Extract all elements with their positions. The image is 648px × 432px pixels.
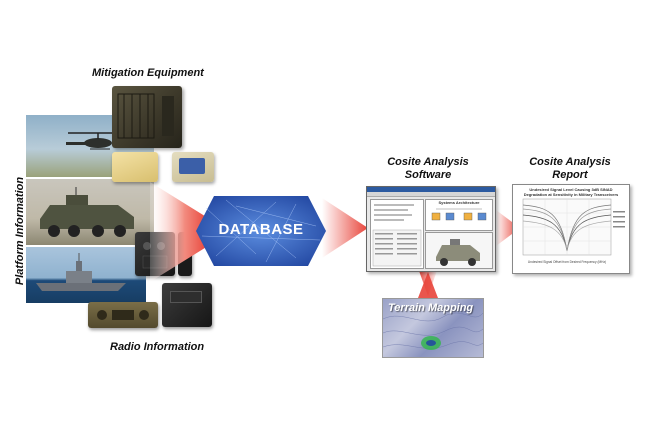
database-to-software-arrow [322,198,368,258]
software-window: Systems Architecture [366,186,496,272]
systems-architecture-title: Systems Architecture [438,200,480,205]
mitigation-filter-unit-tan [112,152,158,182]
software-toolbar [367,192,495,197]
radio-field-set [88,302,158,328]
warship-photo [26,247,146,303]
report-chart-plot: Undesired Signal Offset from Desired Fre… [522,198,625,264]
armored-vehicle-photo [26,179,154,245]
software-to-report-arrow [496,210,520,246]
report-chart-title: Undesired Signal Level Causing 3dB SINAD… [523,187,619,197]
report-label: Cosite Analysis Report [529,156,611,181]
systems-architecture-panel: Systems Architecture [425,199,493,231]
report-chart-panel: Undesired Signal Level Causing 3dB SINAD… [512,184,630,274]
input-funnel [150,182,208,282]
software-titlebar [367,187,495,192]
vehicle-3d-view [425,232,493,269]
armored-vehicle-icon [40,187,134,237]
software-left-panel [370,199,424,269]
database-hexagon [196,196,326,266]
mitigation-filter-unit-blue [172,152,214,182]
radio-manpack [162,283,212,327]
report-chart-xlabel: Undesired Signal Offset from Desired Fre… [528,260,606,264]
mitigation-equipment-label: Mitigation Equipment [92,67,204,79]
mitigation-rack-unit [112,86,182,148]
terrain-mapping-label: Terrain Mapping [388,302,474,314]
software-label: Cosite Analysis Software [387,156,469,181]
radio-information-label: Radio Information [110,341,205,353]
terrain-map [382,298,484,358]
helicopter-icon [66,132,128,150]
database-label: DATABASE [218,221,304,238]
warship-icon [36,253,126,291]
